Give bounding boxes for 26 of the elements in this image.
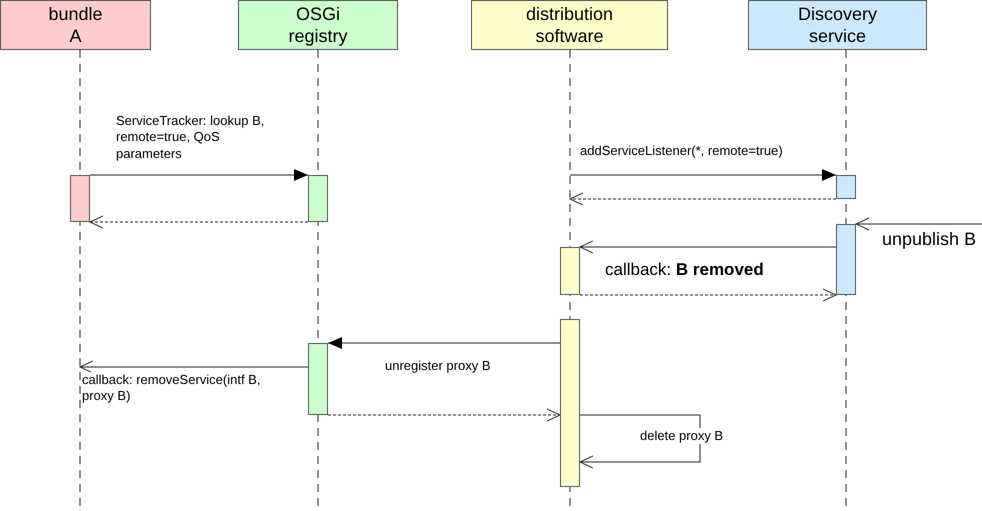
activation-bar	[836, 175, 856, 199]
message-arrow	[580, 414, 700, 468]
message-arrow	[570, 169, 836, 181]
message-label: delete proxy B	[640, 428, 724, 444]
activation-bar	[560, 247, 580, 295]
message-arrow	[328, 408, 560, 422]
message-label: unregister proxy B	[385, 358, 490, 374]
activation-bar	[308, 175, 328, 222]
participant-box: bundle A	[0, 0, 151, 50]
participant-box: OSGi registry	[238, 0, 398, 50]
message-arrow	[856, 218, 982, 230]
message-arrow	[580, 288, 836, 302]
message-arrow	[580, 240, 836, 254]
participant-box: distribution software	[471, 0, 668, 50]
participant-box: Discovery service	[748, 0, 927, 50]
message-arrow	[90, 216, 308, 228]
message-label: ServiceTracker: lookup B, remote=true, QoS parameters	[116, 113, 266, 162]
message-arrow	[328, 337, 560, 349]
message-arrow	[90, 169, 308, 181]
message-label: addServiceListener(*, remote=true)	[580, 143, 783, 160]
message-arrow	[80, 360, 308, 374]
activation-bar	[836, 224, 856, 295]
activation-bar	[560, 319, 580, 487]
activation-bar	[70, 175, 90, 222]
message-arrow	[570, 192, 836, 206]
activation-bar	[308, 343, 328, 415]
